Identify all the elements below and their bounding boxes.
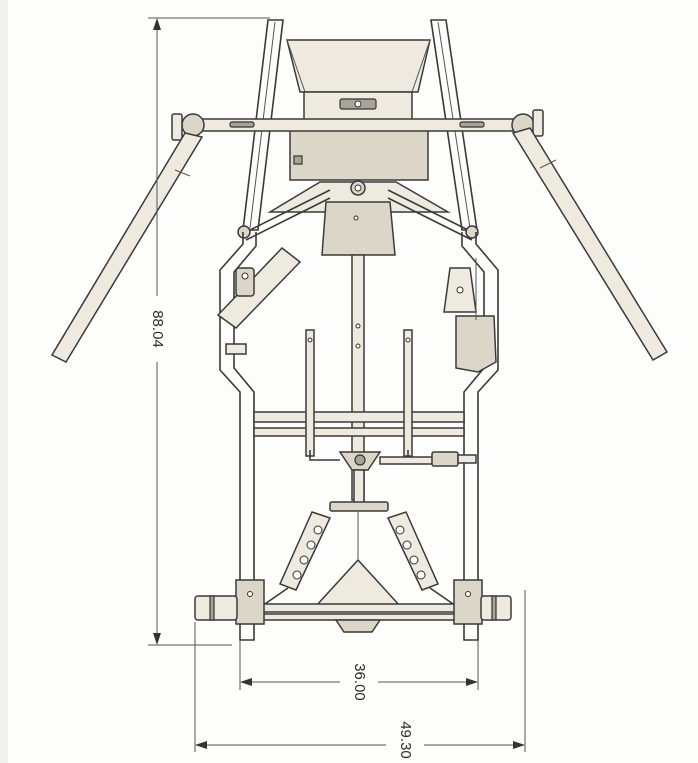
rear-crossbar bbox=[171, 109, 544, 141]
dimension-width-label: 49.30 bbox=[397, 721, 414, 759]
front-spindles bbox=[194, 595, 512, 621]
dimension-length-label: 88.04 bbox=[149, 310, 166, 348]
right-pedal bbox=[386, 511, 457, 607]
dimension-track-label: 36.00 bbox=[351, 663, 368, 701]
center-spine bbox=[321, 201, 396, 501]
dimension-track bbox=[239, 640, 479, 690]
dimension-length bbox=[148, 17, 270, 646]
dimension-width bbox=[194, 590, 526, 752]
front-section bbox=[235, 512, 483, 633]
steering-assembly bbox=[305, 329, 477, 512]
left-steering-box bbox=[216, 246, 302, 355]
right-brackets bbox=[443, 258, 497, 373]
seat-box bbox=[286, 39, 431, 181]
scan-edge bbox=[0, 0, 8, 763]
left-pedal bbox=[261, 511, 332, 607]
left-nerf-bar bbox=[50, 132, 204, 363]
rear-triangulation bbox=[237, 180, 479, 241]
main-frame bbox=[219, 232, 499, 641]
right-nerf-bar bbox=[511, 127, 669, 362]
